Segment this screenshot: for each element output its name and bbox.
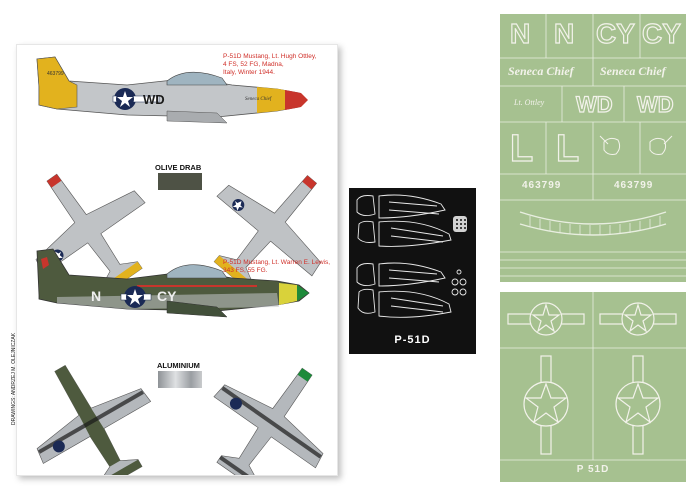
star-bar-insignia-vertical xyxy=(523,355,661,455)
decal-sheet-label: P 51D xyxy=(576,464,610,475)
svg-text:Seneca Chief: Seneca Chief xyxy=(245,97,272,102)
color-label-aluminium: ALUMINIUM xyxy=(157,361,200,370)
svg-text:463799: 463799 xyxy=(47,71,64,77)
decal-serial-1: 463799 xyxy=(522,180,562,191)
drawing-credit: DRAWINGS: ANDRZEJ M. OLEJNICZAK xyxy=(11,332,17,425)
swatch-olive-drab xyxy=(158,173,202,190)
profile-drawings: 463799 Seneca Chief xyxy=(35,56,324,475)
nose-art-decals xyxy=(599,135,673,155)
caption-plane1-line3: Italy, Winter 1944. xyxy=(223,69,275,76)
decal-letter-l-1: L xyxy=(509,127,534,170)
caption-plane2: P-51D Mustang, Lt. Warren E. Lewis, 343 … xyxy=(223,259,330,275)
decal-seneca-chief-1: Seneca Chief xyxy=(508,64,574,78)
decal-letter-n-2: N xyxy=(553,17,575,49)
plane2-top-view-right xyxy=(213,367,324,475)
caption-plane2-line2: 343 FS, 55 FG. xyxy=(223,267,268,274)
mask-shapes xyxy=(356,194,467,318)
swatch-aluminium xyxy=(158,371,202,388)
canopy-mask-sheet: P-51D xyxy=(349,188,476,354)
caption-plane1: P-51D Mustang, Lt. Hugh Ottley, 4 FS, 52… xyxy=(223,53,316,77)
plane2-side-view xyxy=(36,248,310,318)
decal-letters-cy-2: CY xyxy=(641,17,681,49)
decal-letter-l-2: L xyxy=(555,127,580,170)
color-label-olive-drab: OLIVE DRAB xyxy=(155,163,202,172)
caption-plane1-line1: P-51D Mustang, Lt. Hugh Ottley, xyxy=(223,53,317,60)
decal-lt-ottley: Lt. Ottley xyxy=(514,98,545,107)
caption-plane1-line2: 4 FS, 52 FG, Madna, xyxy=(223,61,284,68)
decal-top-grid xyxy=(500,14,686,277)
plane1-code: WD xyxy=(143,92,165,107)
plane2-code-right: CY xyxy=(157,288,177,304)
decal-sheet-bottom: P 51D xyxy=(500,292,686,482)
profile-sheet: 463799 Seneca Chief xyxy=(11,44,338,476)
decal-letters-cy-1: CY xyxy=(595,17,635,49)
plane1-side-view: 463799 Seneca Chief xyxy=(36,56,308,124)
decal-seneca-chief-2: Seneca Chief xyxy=(600,64,666,78)
plane2-code-left: N xyxy=(91,288,102,304)
decal-letters-wd-2: WD xyxy=(636,91,674,117)
decal-insignia xyxy=(500,292,686,461)
plane2-top-view-left xyxy=(36,364,152,475)
decal-serial-2: 463799 xyxy=(614,180,654,191)
star-bar-insignia-horizontal xyxy=(507,302,677,336)
decal-sheet-top: N N CY CY Seneca Chief Seneca Chief Lt. … xyxy=(500,14,686,282)
mask-label: P-51D xyxy=(394,334,431,346)
decal-letters-wd-1: WD xyxy=(575,91,613,117)
decal-letter-n-1: N xyxy=(509,17,531,49)
caption-plane2-line1: P-51D Mustang, Lt. Warren E. Lewis, xyxy=(223,259,331,266)
